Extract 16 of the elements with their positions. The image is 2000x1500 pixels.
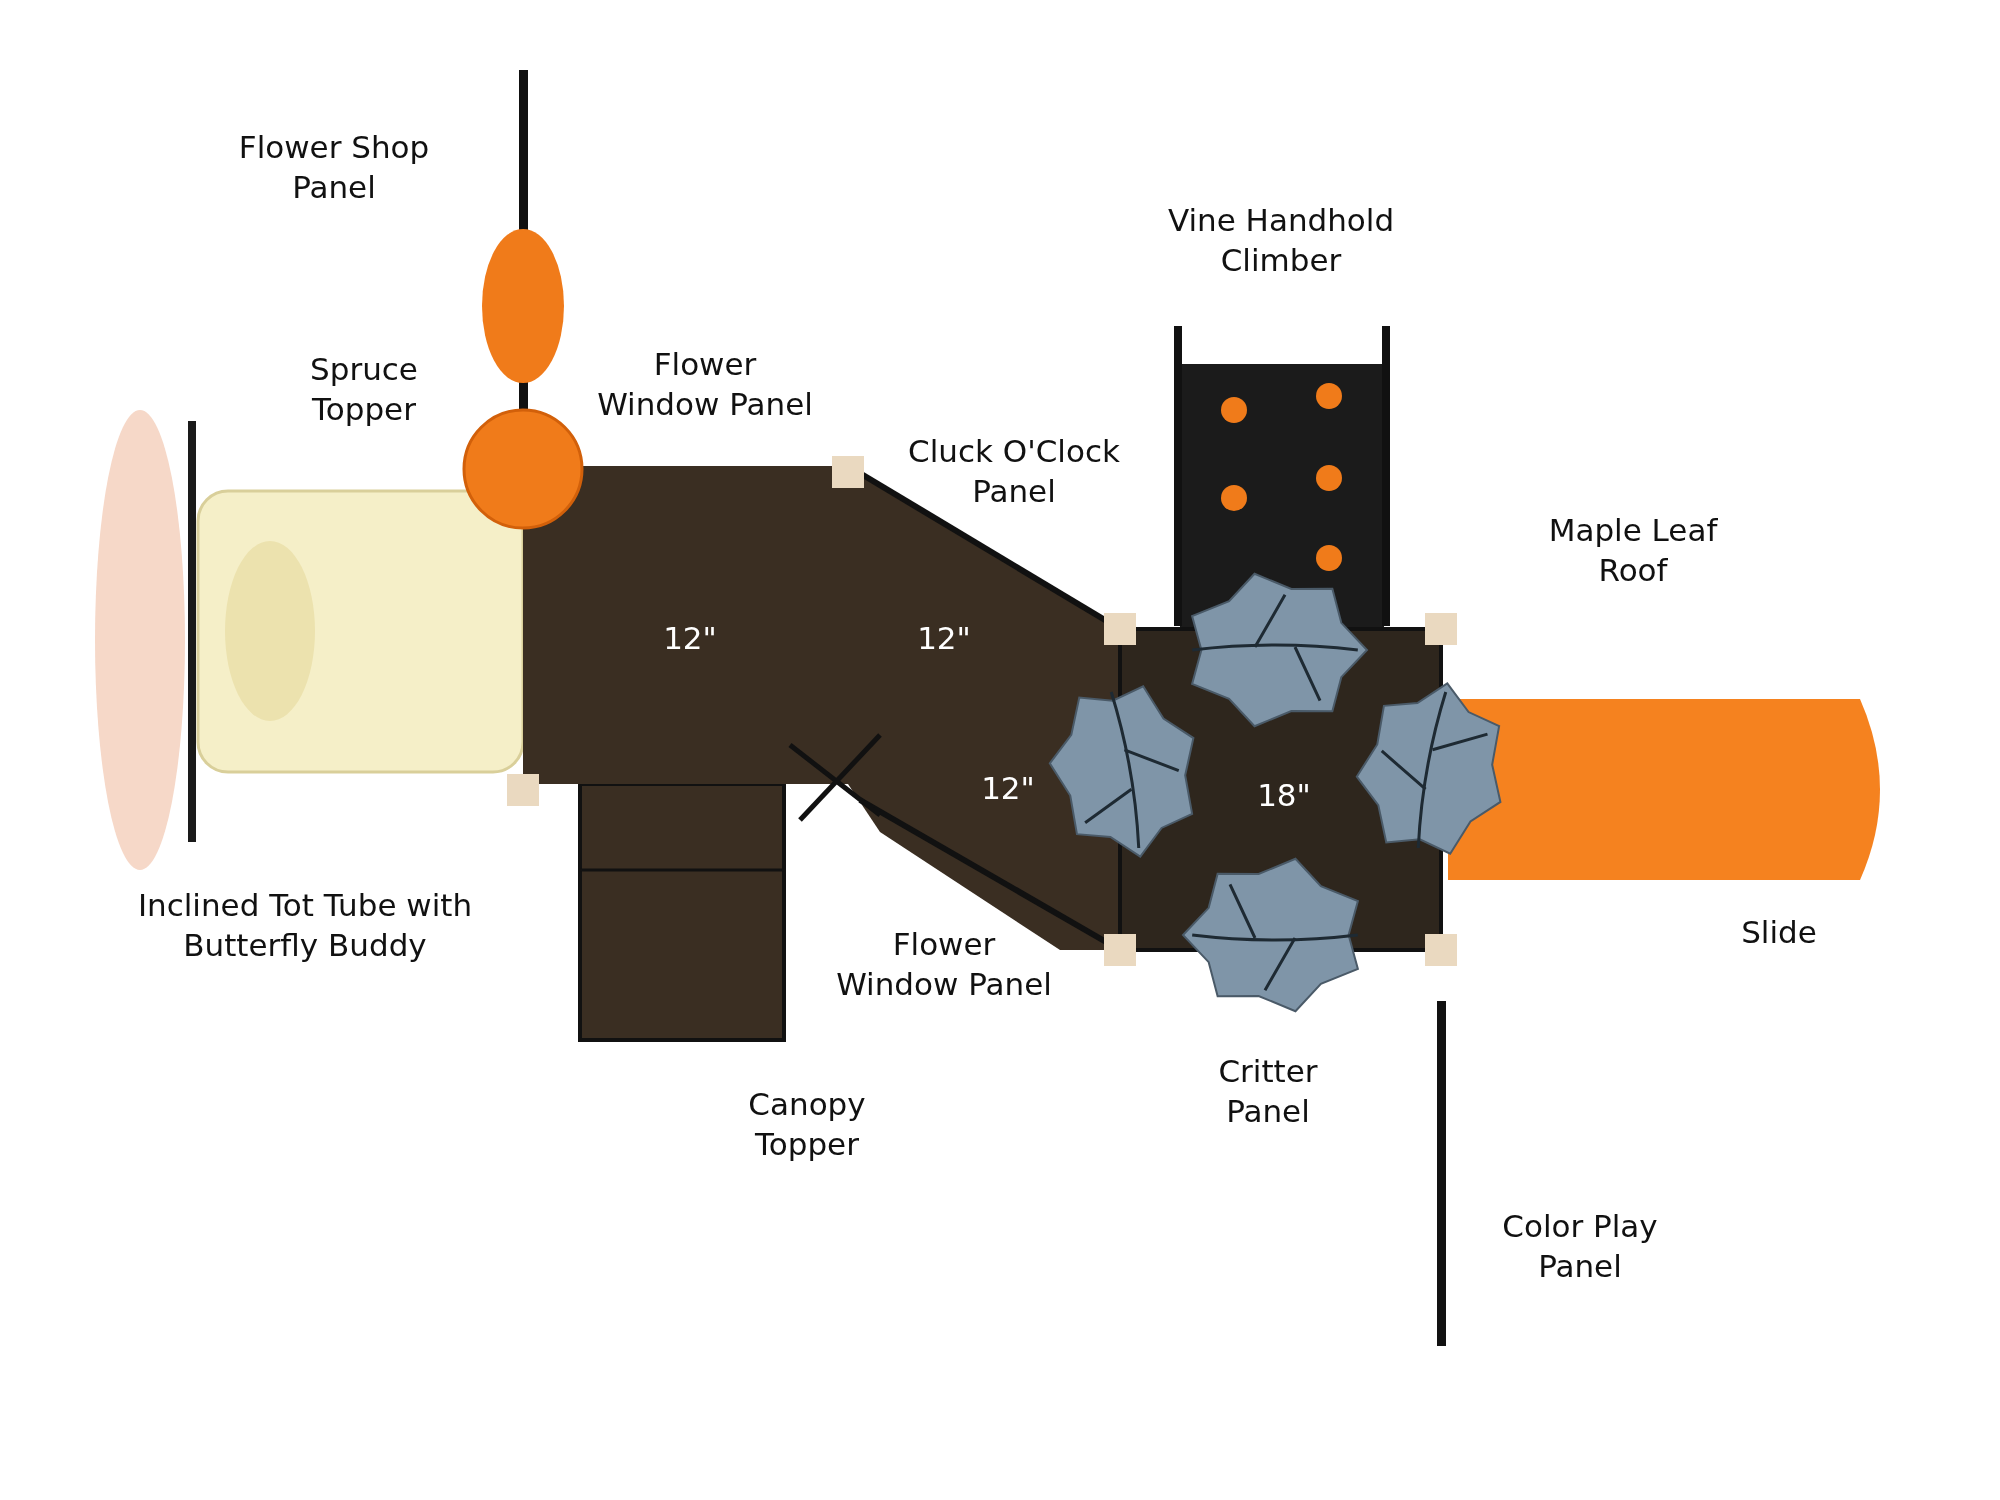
part-label: Flower Window Panel — [596, 344, 814, 424]
deck-height-label: 12" — [981, 768, 1035, 808]
part-label: Critter Panel — [1217, 1051, 1319, 1131]
deck-height-label: 12" — [663, 618, 717, 658]
part-label: Inclined Tot Tube with Butterfly Buddy — [136, 885, 474, 965]
part-label: Cluck O'Clock Panel — [907, 431, 1121, 511]
part-label: Canopy Topper — [747, 1084, 867, 1164]
part-label: Color Play Panel — [1501, 1206, 1659, 1286]
deck-height-label: 12" — [917, 618, 971, 658]
part-label: Vine Handhold Climber — [1166, 200, 1396, 280]
deck-height-label: 18" — [1257, 775, 1311, 815]
part-label: Flower Window Panel — [835, 924, 1053, 1004]
part-label: Slide — [1741, 912, 1817, 952]
part-label: Maple Leaf Roof — [1547, 510, 1719, 590]
part-label: Flower Shop Panel — [237, 127, 431, 207]
part-label: Spruce Topper — [309, 349, 419, 429]
